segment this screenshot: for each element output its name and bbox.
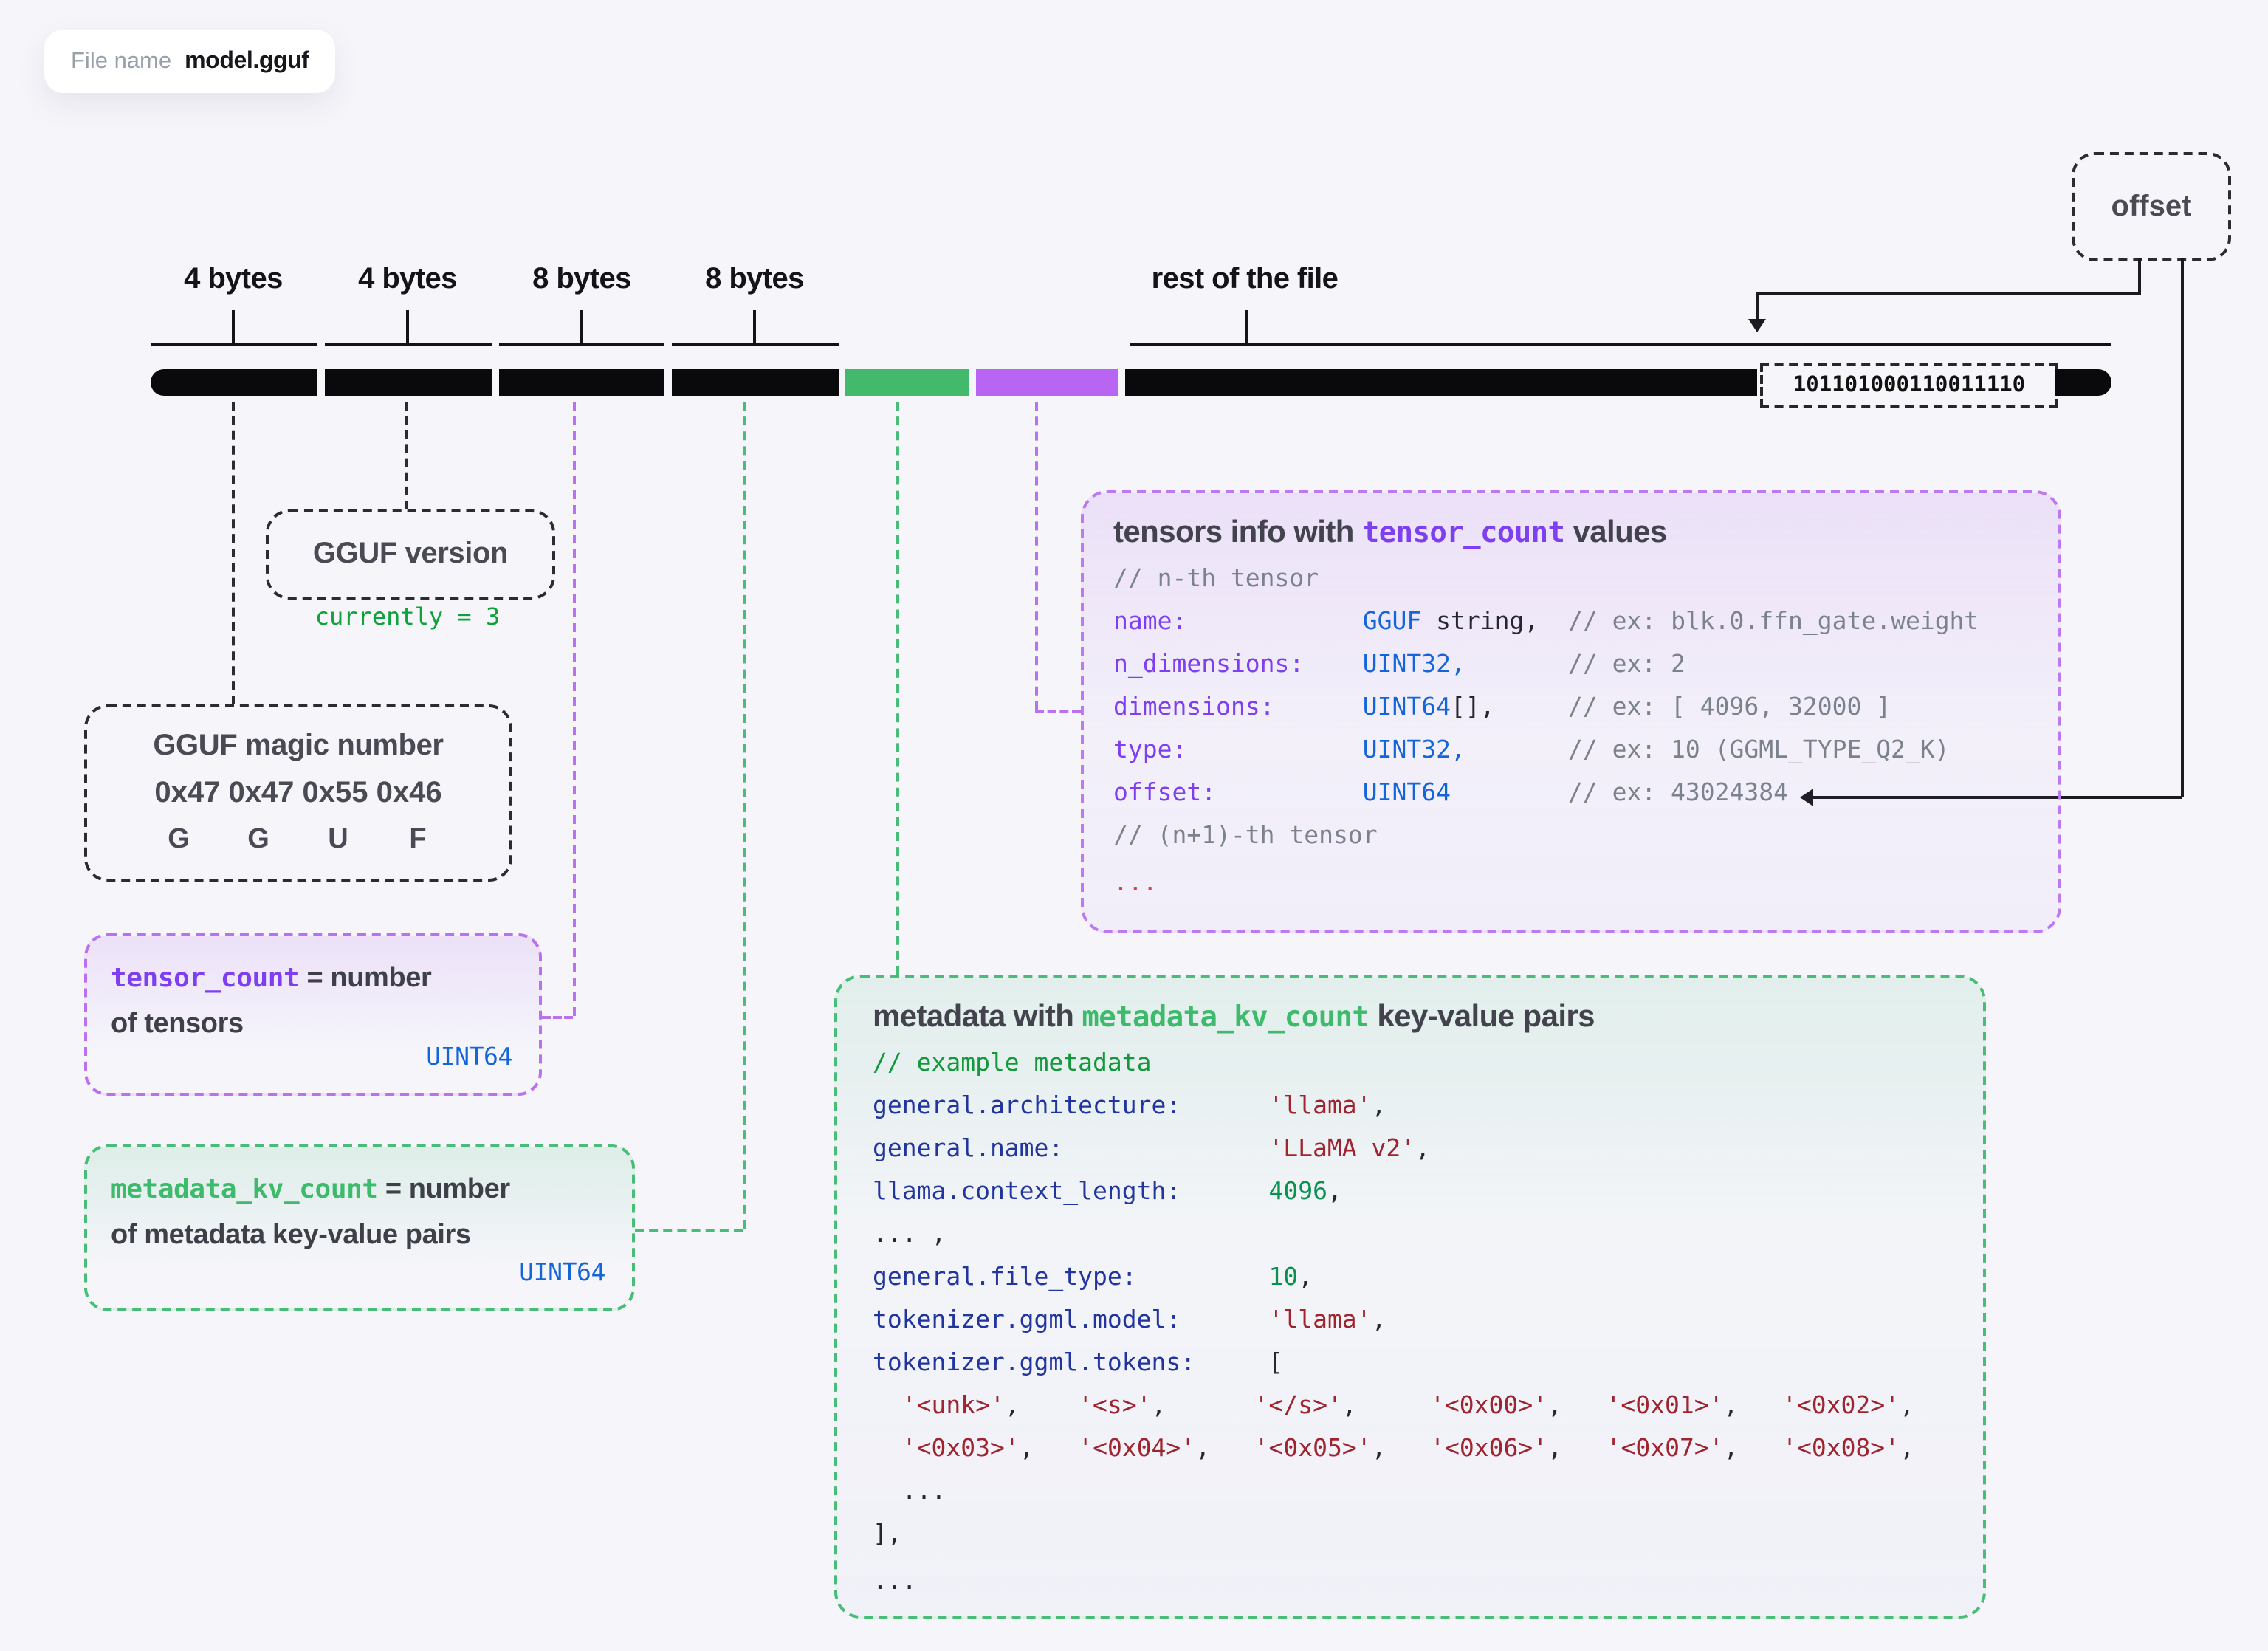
metadata-kv-type: UINT64 <box>519 1258 605 1286</box>
metadata-title-code: metadata_kv_count <box>1082 1000 1370 1034</box>
bar-segment-magic <box>151 369 317 396</box>
tensors-info-box: tensors info with tensor_count values //… <box>1081 490 2061 933</box>
bytes-label-1: 4 bytes <box>184 263 283 295</box>
connector-magic <box>232 402 235 704</box>
bar-segment-tensor-count <box>499 369 664 396</box>
metadata-title: metadata with metadata_kv_count key-valu… <box>873 997 1983 1038</box>
tensor-count-line2: of tensors <box>111 1009 244 1040</box>
connector-version <box>405 402 408 509</box>
metadata-kv-line1: metadata_kv_count = number <box>111 1167 608 1212</box>
metadata-kv-name: metadata_kv_count <box>111 1174 378 1205</box>
offset-callout: offset <box>2072 152 2231 261</box>
metadata-kv-eq: = number <box>377 1174 510 1205</box>
bytes-label-2: 4 bytes <box>358 263 457 295</box>
offset-line-1b <box>1757 292 2141 295</box>
magic-letter-f: F <box>409 824 427 855</box>
gguf-magic-box: GGUF magic number 0x47 0x47 0x55 0x46 G … <box>84 704 512 882</box>
bar-segment-end <box>2055 369 2111 396</box>
magic-letter-g2: G <box>247 824 269 855</box>
tensor-count-line1: tensor_count = number <box>111 955 515 1001</box>
tensor-count-name: tensor_count <box>111 963 300 994</box>
offset-arrow-down <box>1748 319 1766 332</box>
offset-binary-field: 101101000110011110 <box>1760 363 2058 408</box>
version-current-note: currently = 3 <box>315 603 501 631</box>
file-name-value: model.gguf <box>185 48 309 73</box>
file-name-label: File name <box>71 48 172 73</box>
metadata-box: metadata with metadata_kv_count key-valu… <box>834 975 1986 1619</box>
connector-tensors-box-v <box>1035 402 1038 710</box>
offset-arrow-left <box>1800 789 1813 806</box>
connector-tensor-count-v <box>573 402 576 1016</box>
connector-tensors-box-h <box>1035 710 1081 713</box>
gguf-version-title: GGUF version <box>312 538 509 570</box>
bar-segment-rest <box>1125 369 1757 396</box>
gguf-version-box: GGUF version <box>266 509 555 600</box>
tensors-title-suffix: values <box>1564 515 1668 549</box>
offset-line-2b <box>1813 796 2182 799</box>
tensor-count-eq: = number <box>299 963 432 994</box>
magic-letters: G G U F <box>139 824 458 857</box>
magic-letter-u: U <box>328 824 348 855</box>
bar-segment-version <box>325 369 492 396</box>
file-name-pill: File name model.gguf <box>44 30 336 93</box>
offset-line-1c <box>1756 292 1759 319</box>
bytes-label-4: 8 bytes <box>705 263 804 295</box>
tensor-count-type: UINT64 <box>426 1043 512 1071</box>
magic-hex: 0x47 0x47 0x55 0x46 <box>154 777 442 809</box>
connector-tensor-count-h <box>542 1016 573 1019</box>
tensor-count-box: tensor_count = number of tensors UINT64 <box>84 933 542 1096</box>
rest-of-file-label: rest of the file <box>1151 263 1339 295</box>
tensors-info-title: tensors info with tensor_count values <box>1113 512 2058 554</box>
bracket-seg2 <box>325 310 492 346</box>
connector-metadata-kv-v <box>743 402 746 1229</box>
connector-metadata-box <box>896 402 899 975</box>
metadata-title-prefix: metadata with <box>873 1000 1082 1034</box>
metadata-kv-count-box: metadata_kv_count = number of metadata k… <box>84 1144 635 1311</box>
bytes-label-3: 8 bytes <box>532 263 631 295</box>
offset-line-1a <box>2138 258 2141 294</box>
bracket-seg3 <box>499 310 664 346</box>
bracket-seg4 <box>672 310 839 346</box>
binary-value: 101101000110011110 <box>1793 374 2026 397</box>
tensors-title-code: tensor_count <box>1361 515 1565 549</box>
offset-line-2a <box>2181 258 2184 797</box>
offset-label: offset <box>2111 190 2192 222</box>
tensors-title-prefix: tensors info with <box>1113 515 1362 549</box>
metadata-title-suffix: key-value pairs <box>1369 1000 1595 1034</box>
metadata-kv-line2: of metadata key-value pairs <box>111 1220 471 1251</box>
bar-segment-tensors-info <box>976 369 1118 396</box>
bar-segment-metadata-kv-count <box>672 369 839 396</box>
connector-metadata-kv-h <box>635 1229 743 1232</box>
bar-segment-metadata <box>845 369 969 396</box>
bracket-rest <box>1130 310 2111 346</box>
magic-title: GGUF magic number <box>153 730 444 762</box>
bracket-seg1 <box>151 310 317 346</box>
magic-letter-g1: G <box>168 824 190 855</box>
